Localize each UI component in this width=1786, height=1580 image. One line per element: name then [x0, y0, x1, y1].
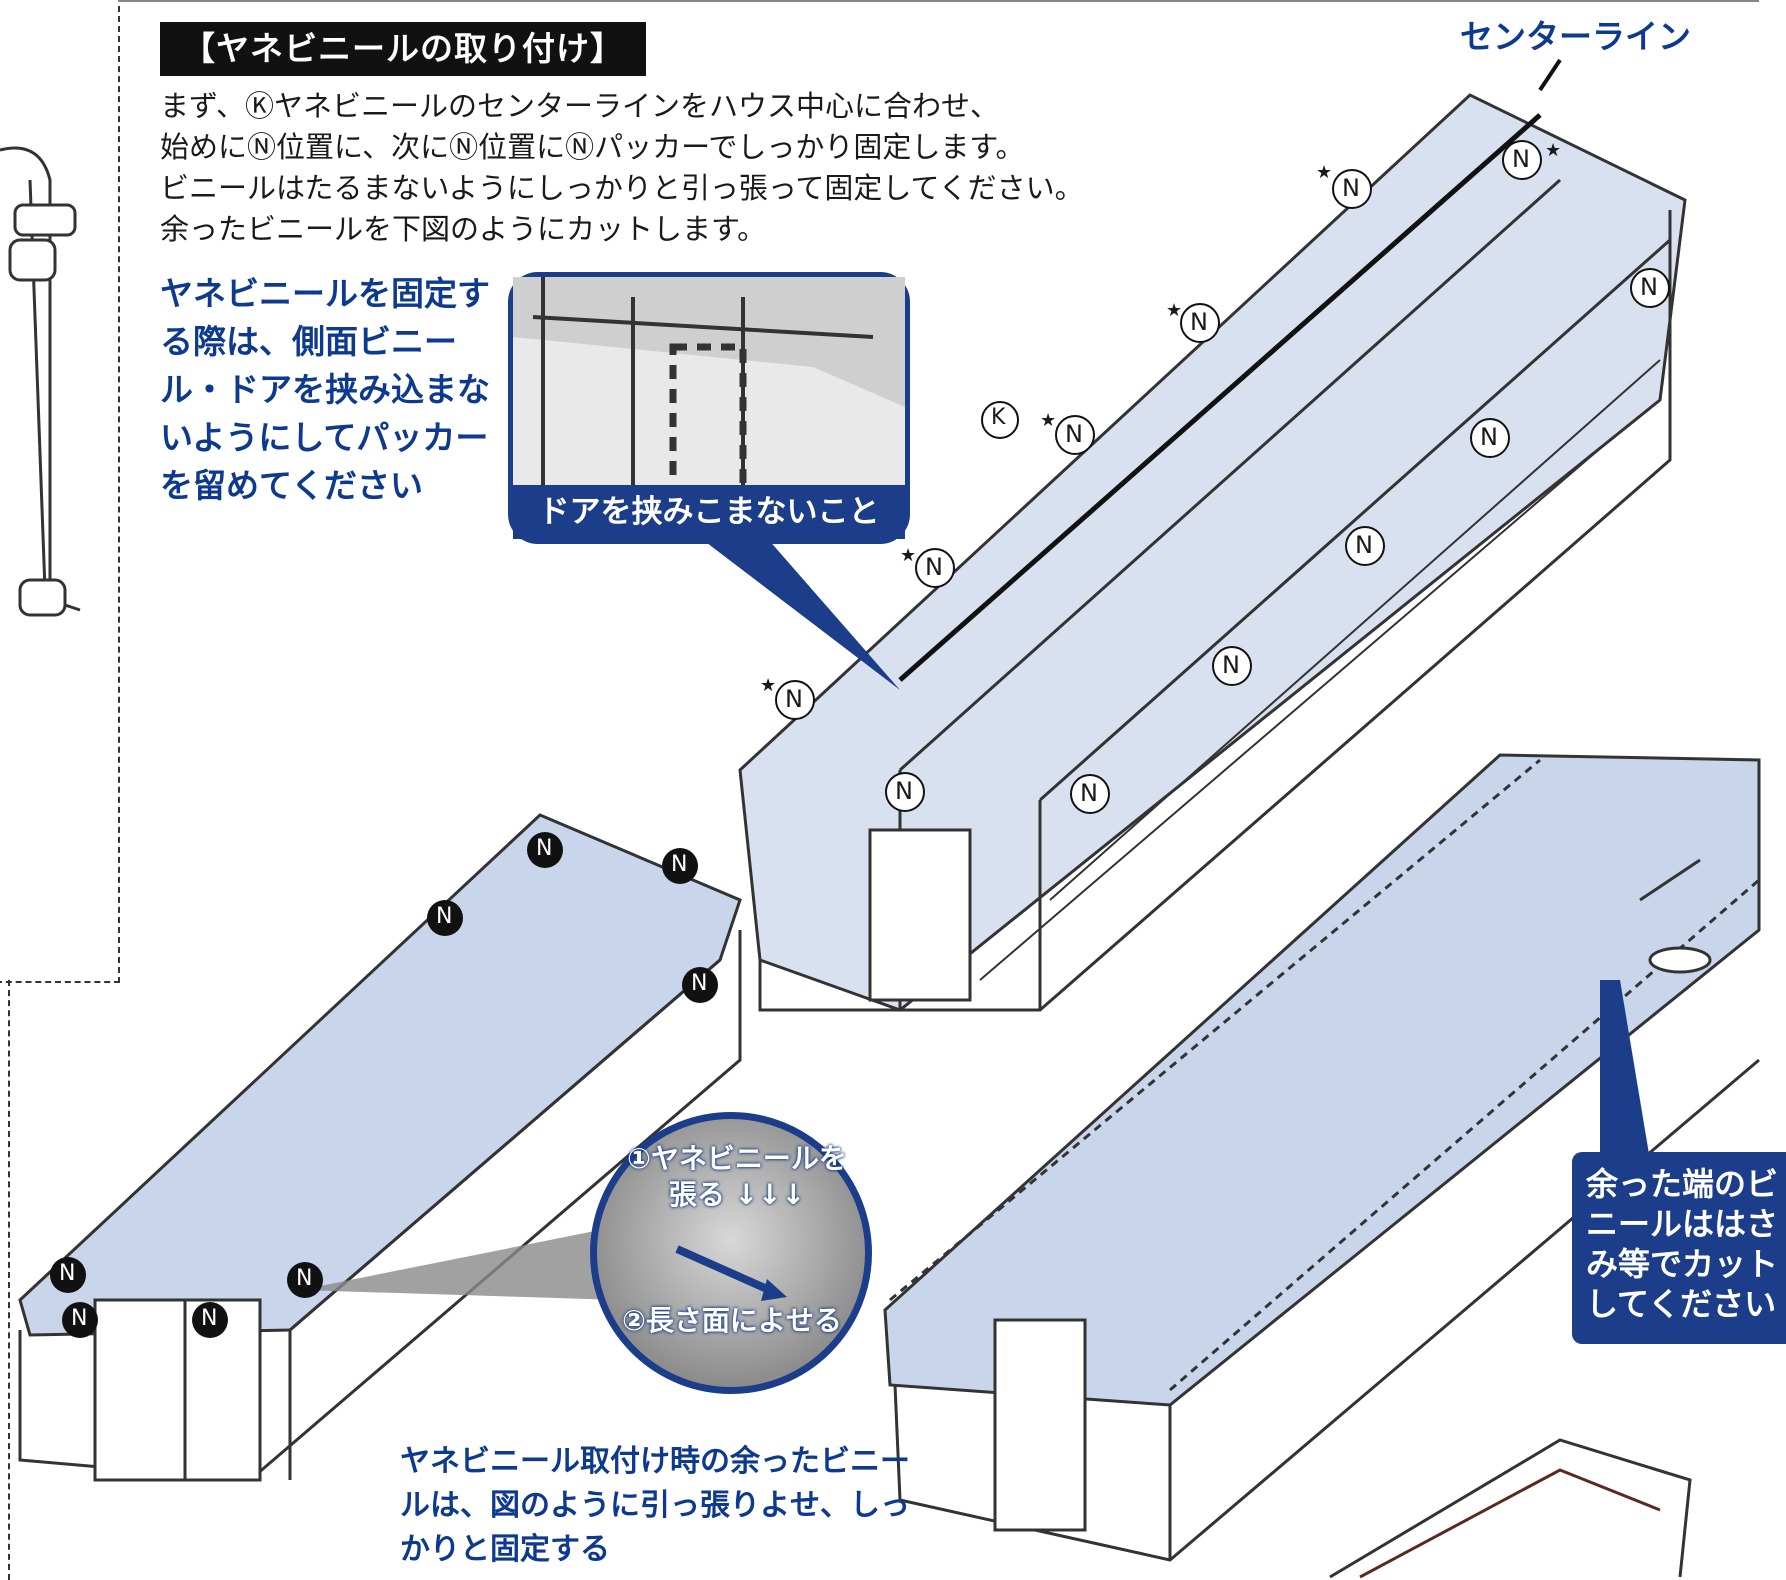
marker-n-filled: N	[71, 1306, 88, 1331]
zoom-step-1: ①ヤネビニールを張る ↓↓↓	[627, 1142, 847, 1211]
marker-n: N	[1512, 145, 1530, 173]
center-line-label: センターライン	[1460, 17, 1691, 56]
zoom-arrow-illustration	[675, 1245, 787, 1301]
greenhouse-partial	[1329, 1438, 1692, 1579]
marker-n: N	[1342, 174, 1360, 202]
zoom-detail: ①ヤネビニールを張る ↓↓↓ ②長さ面によせる	[590, 1112, 872, 1394]
left-dashed-frame	[0, 0, 120, 983]
door-callout-pointer	[690, 530, 900, 690]
intro-line: まず、Ⓚヤネビニールのセンターラインをハウス中心に合わせ、	[160, 89, 999, 123]
left-dashed-frame-lower	[0, 980, 10, 1580]
star-mark: ★	[1545, 140, 1562, 161]
marker-n-filled: N	[671, 852, 688, 877]
intro-line: 余ったビニールを下図のようにカットします。	[160, 212, 767, 246]
vinyl-tension-note: ヤネビニール取付け時の余ったビニールは、図のように引っ張りよせ、しっかりと固定す…	[400, 1444, 910, 1567]
marker-n-filled: N	[59, 1261, 76, 1286]
section-title: 【ヤネビニールの取り付け】	[160, 22, 646, 76]
marker-n: N	[895, 777, 913, 805]
greenhouse-bottom-right	[883, 753, 1761, 1562]
door-detail-illustration	[513, 277, 905, 501]
star-mark: ★	[760, 675, 777, 696]
door-callout: ドアを挟みこまないこと	[508, 272, 910, 544]
zoom-step-2: ②長さ面によせる	[622, 1304, 842, 1337]
marker-n: N	[1640, 273, 1658, 301]
intro-line: 始めにⓃ位置に、次にⓃ位置にⓃパッカーでしっかり固定します。	[160, 130, 1025, 164]
marker-n-filled: N	[201, 1306, 218, 1331]
marker-n: N	[925, 553, 943, 581]
intro-text: まず、Ⓚヤネビニールのセンターラインをハウス中心に合わせ、 始めにⓃ位置に、次に…	[160, 86, 1190, 250]
cut-note: 余った端のビニールははさみ等でカットしてください	[1572, 1152, 1786, 1344]
marker-n: N	[1480, 423, 1498, 451]
marker-n: N	[785, 685, 803, 713]
marker-n-filled: N	[436, 904, 453, 929]
caution-note: ヤネビニールを固定する際は、側面ビニール・ドアを挟み込まないようにしてパッカーを…	[160, 274, 490, 505]
n-markers	[50, 140, 1670, 1338]
marker-n: N	[1065, 420, 1083, 448]
greenhouse-top	[738, 58, 1687, 1012]
marker-n: N	[1355, 531, 1373, 559]
partial-frame-illustration	[0, 146, 81, 617]
marker-n-filled: N	[691, 971, 708, 996]
cut-callout-pointer	[1600, 980, 1650, 1160]
top-rule	[118, 0, 1759, 2]
zoom-callout-pointer	[300, 1230, 620, 1300]
door-callout-caption: ドアを挟みこまないこと	[513, 485, 905, 539]
star-mark: ★	[900, 545, 917, 566]
intro-line: ビニールはたるまないようにしっかりと引っ張って固定してください。	[160, 171, 1084, 205]
marker-n: N	[1222, 651, 1240, 679]
marker-n-filled: N	[296, 1266, 313, 1291]
star-mark: ★	[1316, 162, 1333, 183]
star-mark: ★	[1166, 300, 1183, 321]
marker-n-filled: N	[536, 836, 553, 861]
marker-n: N	[1080, 779, 1098, 807]
marker-n: N	[1190, 308, 1208, 336]
marker-k: K	[991, 405, 1006, 430]
star-mark: ★	[1040, 410, 1057, 431]
greenhouse-bottom-left	[18, 813, 742, 1482]
